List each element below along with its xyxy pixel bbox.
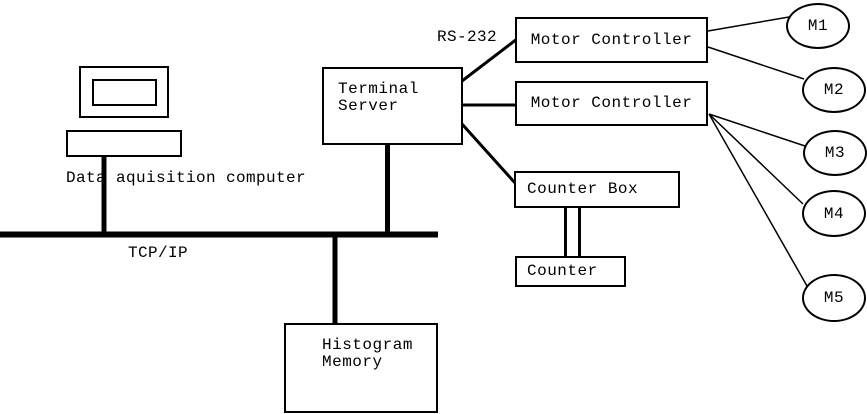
node-motor-controller-2: Motor Controller (515, 81, 708, 126)
edge-motor-controller-1-to-m1 (707, 16, 790, 32)
node-counter-box: Counter Box (514, 171, 680, 208)
node-motor-m1: M1 (786, 3, 850, 49)
edge-terminal-server-to-counter-box (460, 122, 518, 186)
node-terminal-server: Terminal Server (322, 67, 463, 145)
edge-terminal-server-to-motor-controller-1 (461, 37, 518, 83)
node-motor-m3: M3 (803, 130, 867, 176)
edge-motor-controller-2-to-m4 (708, 113, 804, 205)
node-motor-m5: M5 (802, 274, 866, 322)
computer-label: Data aquisition computer (66, 169, 307, 187)
node-counter: Counter (515, 256, 626, 287)
tcp-ip-label: TCP/IP (128, 244, 189, 262)
edge-motor-controller-2-to-m3 (708, 113, 806, 147)
node-histogram-memory: Histogram Memory (284, 323, 438, 413)
edge-motor-controller-1-to-m2 (707, 46, 805, 80)
edge-motor-controller-2-to-m5 (708, 113, 808, 287)
node-motor-m2: M2 (802, 67, 866, 113)
node-motor-m4: M4 (802, 190, 866, 237)
computer-screen-icon (92, 79, 157, 106)
computer-keyboard-icon (66, 130, 182, 157)
computer-monitor-icon (79, 66, 169, 118)
rs-232-label: RS-232 (437, 28, 498, 46)
node-motor-controller-1: Motor Controller (515, 17, 708, 63)
